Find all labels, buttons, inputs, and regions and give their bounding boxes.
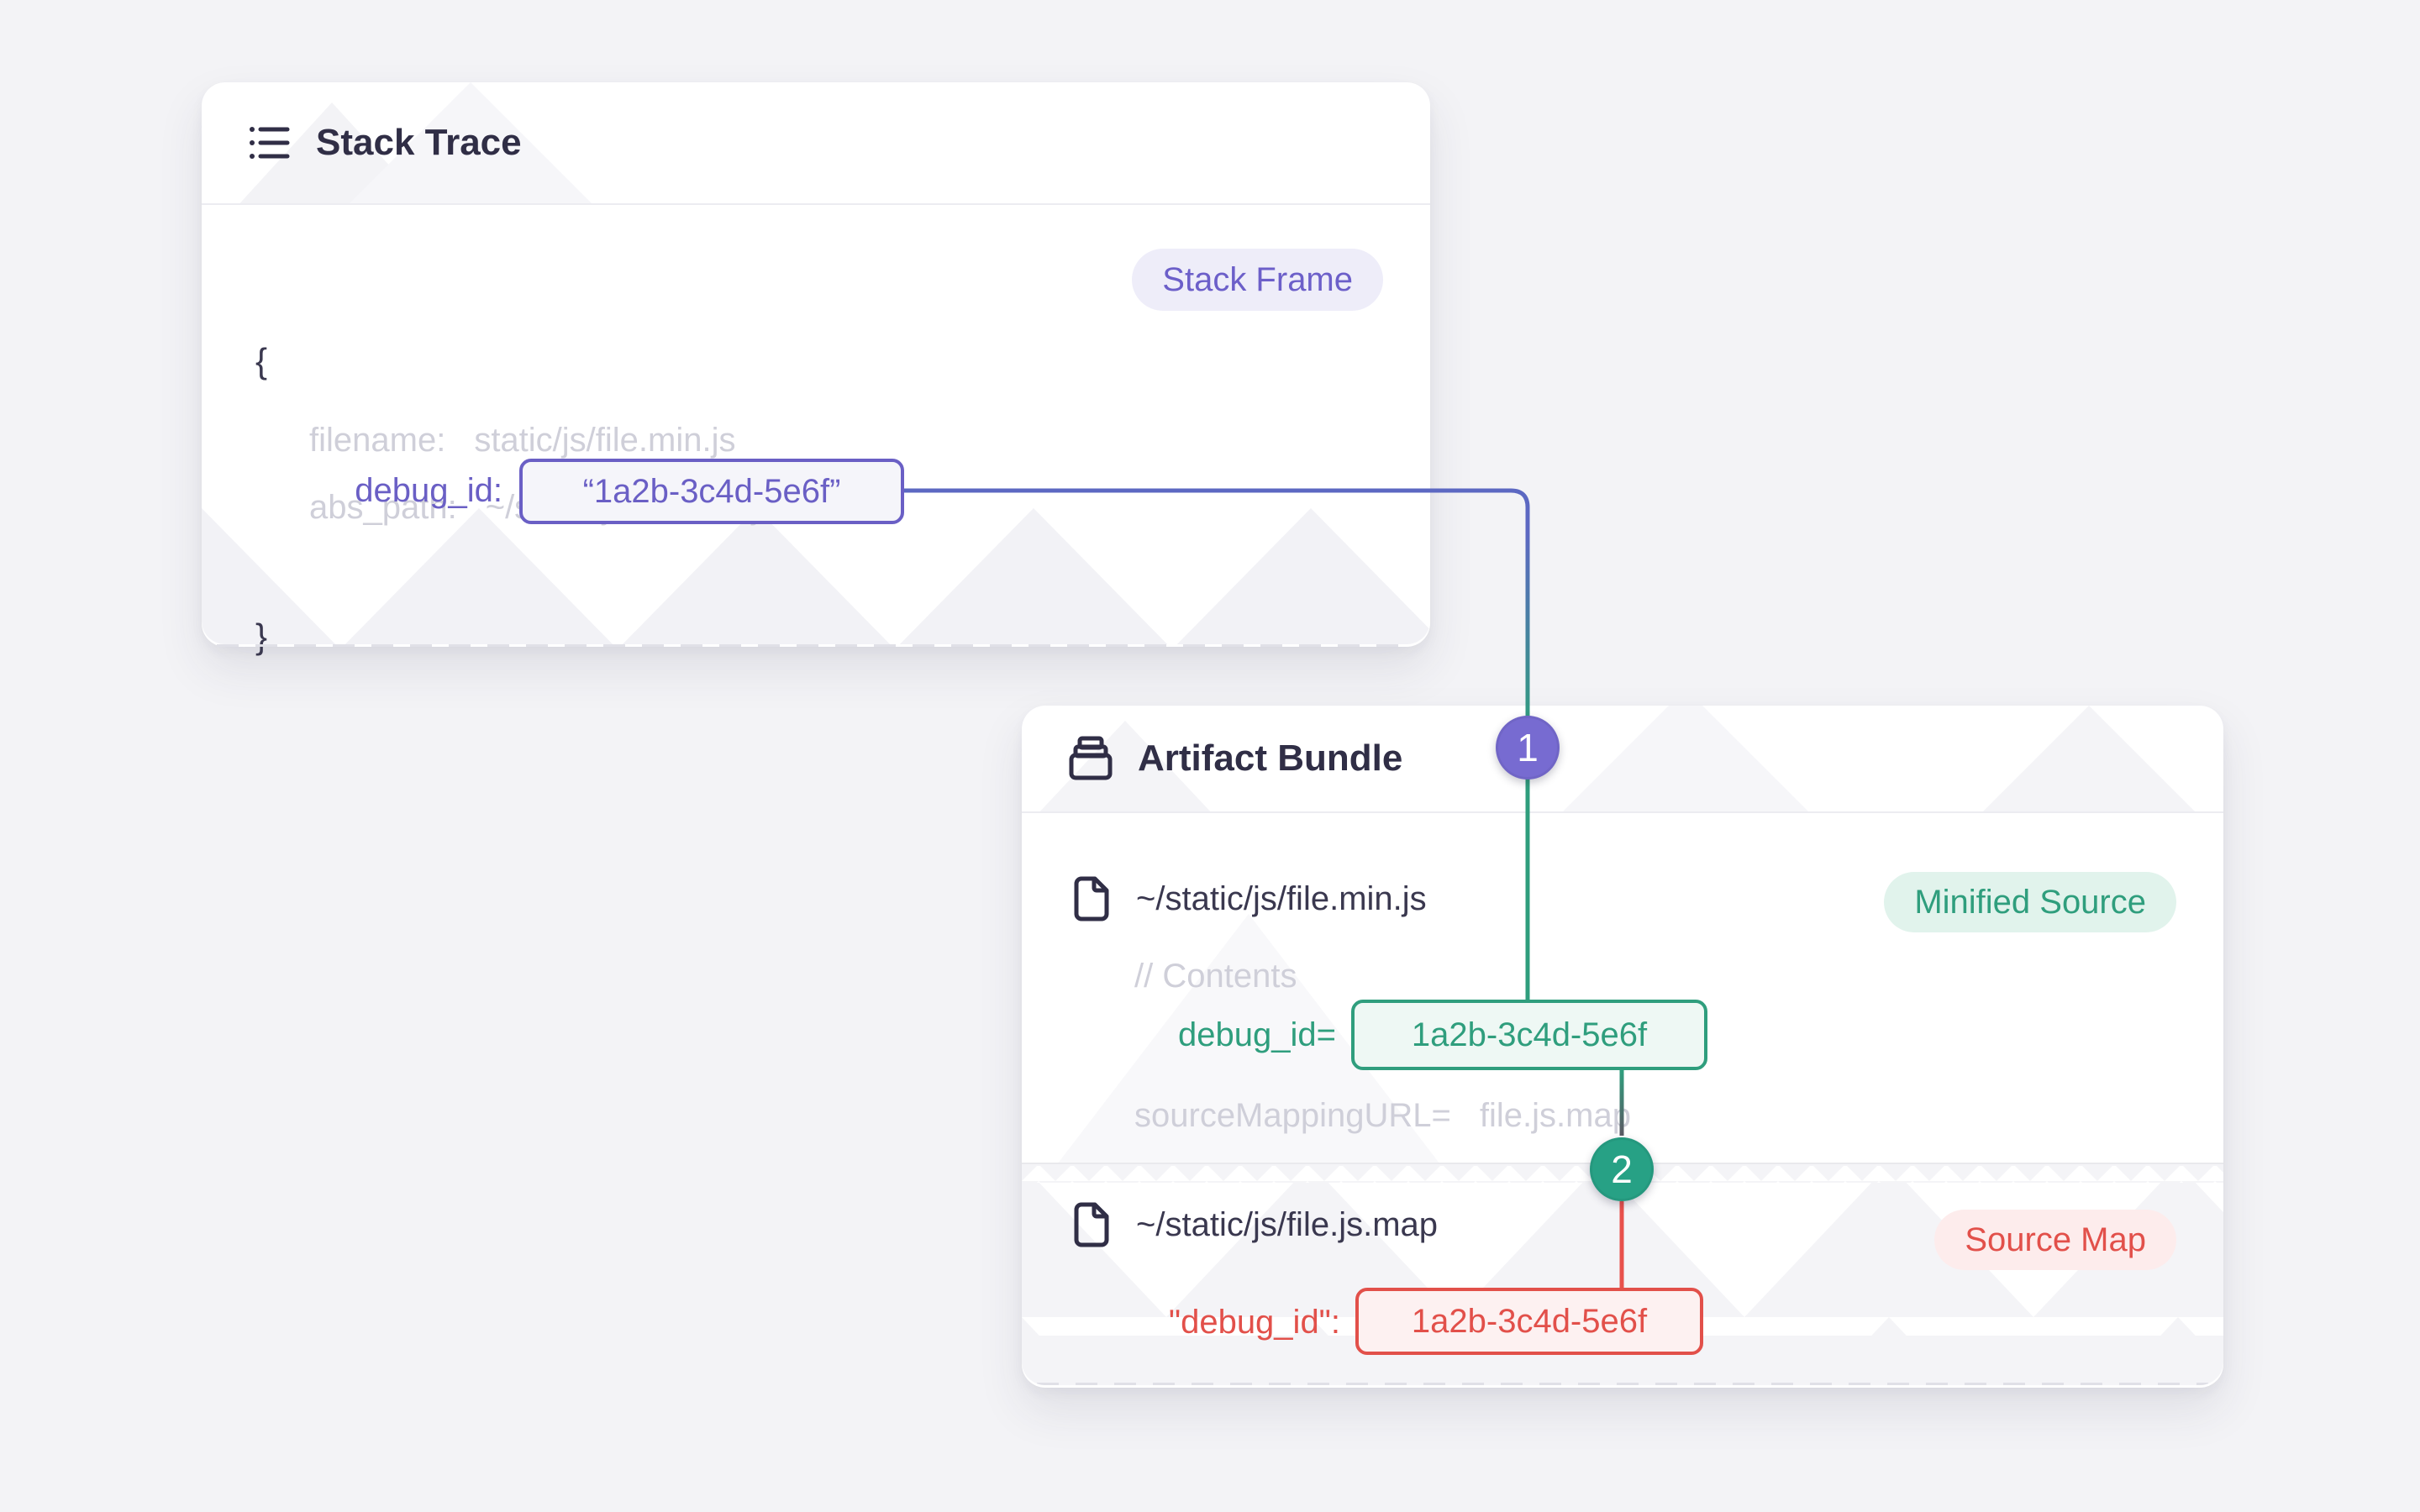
row-key: abs_path:	[309, 489, 457, 526]
mountain-decoration	[202, 508, 1430, 644]
file-icon	[1072, 1202, 1109, 1247]
debug-id-key: "debug_id":	[1168, 1304, 1340, 1341]
source-mapping-row: sourceMappingURL= file.js.map	[1134, 1097, 1631, 1135]
close-brace: }	[255, 617, 268, 656]
minified-file-row: ~/static/js/file.min.js	[1022, 872, 1427, 926]
debug-id-key: debug_id=	[1178, 1016, 1336, 1053]
stack-frame-badge: Stack Frame	[1132, 249, 1383, 311]
artifact-bundle-title: Artifact Bundle	[1138, 738, 1403, 779]
row-key: sourceMappingURL=	[1134, 1097, 1451, 1134]
torn-edge	[217, 644, 1415, 647]
debug-id-chip: 1a2b-3c4d-5e6f	[1355, 1288, 1703, 1355]
source-map-badge: Source Map	[1934, 1210, 2176, 1270]
mountain-decoration	[1560, 706, 1812, 811]
debug-id-chip: “1a2b-3c4d-5e6f”	[519, 459, 904, 524]
open-brace: {	[255, 341, 268, 381]
stack-trace-title: Stack Trace	[316, 122, 522, 163]
mountain-decoration	[1980, 706, 2198, 811]
step-2-marker: 2	[1590, 1137, 1654, 1201]
artifact-bundle-header: Artifact Bundle	[1022, 706, 2223, 813]
minified-source-badge: Minified Source	[1884, 872, 2176, 932]
step-1-marker: 1	[1496, 716, 1560, 780]
row-value: static/js/file.min.js	[474, 422, 736, 459]
row-value: file.js.map	[1479, 1097, 1631, 1134]
torn-edge	[1037, 1383, 2208, 1385]
file-path: ~/static/js/file.min.js	[1136, 879, 1427, 917]
contents-comment: // Contents	[1134, 958, 1297, 995]
debug-id-key: debug_id:	[355, 472, 502, 509]
filename-row: filename: static/js/file.min.js	[309, 422, 735, 459]
list-icon	[249, 123, 291, 162]
file-icon	[1072, 876, 1109, 921]
artifact-bundle-card: Artifact Bundle ~/static/js/file.min.js …	[1022, 694, 2233, 1394]
archive-box-icon	[1069, 736, 1113, 781]
source-map-file-row: ~/static/js/file.js.map	[1022, 1198, 1438, 1252]
debug-id-chip: 1a2b-3c4d-5e6f	[1351, 1000, 1707, 1070]
file-path: ~/static/js/file.js.map	[1136, 1205, 1439, 1243]
minified-source-section: ~/static/js/file.min.js Minified Source …	[1022, 813, 2223, 1163]
row-key: filename:	[309, 422, 446, 459]
stack-trace-header: Stack Trace	[202, 82, 1430, 205]
stack-trace-card: Stack Trace { filename: static/js/file.mi…	[202, 71, 1440, 656]
